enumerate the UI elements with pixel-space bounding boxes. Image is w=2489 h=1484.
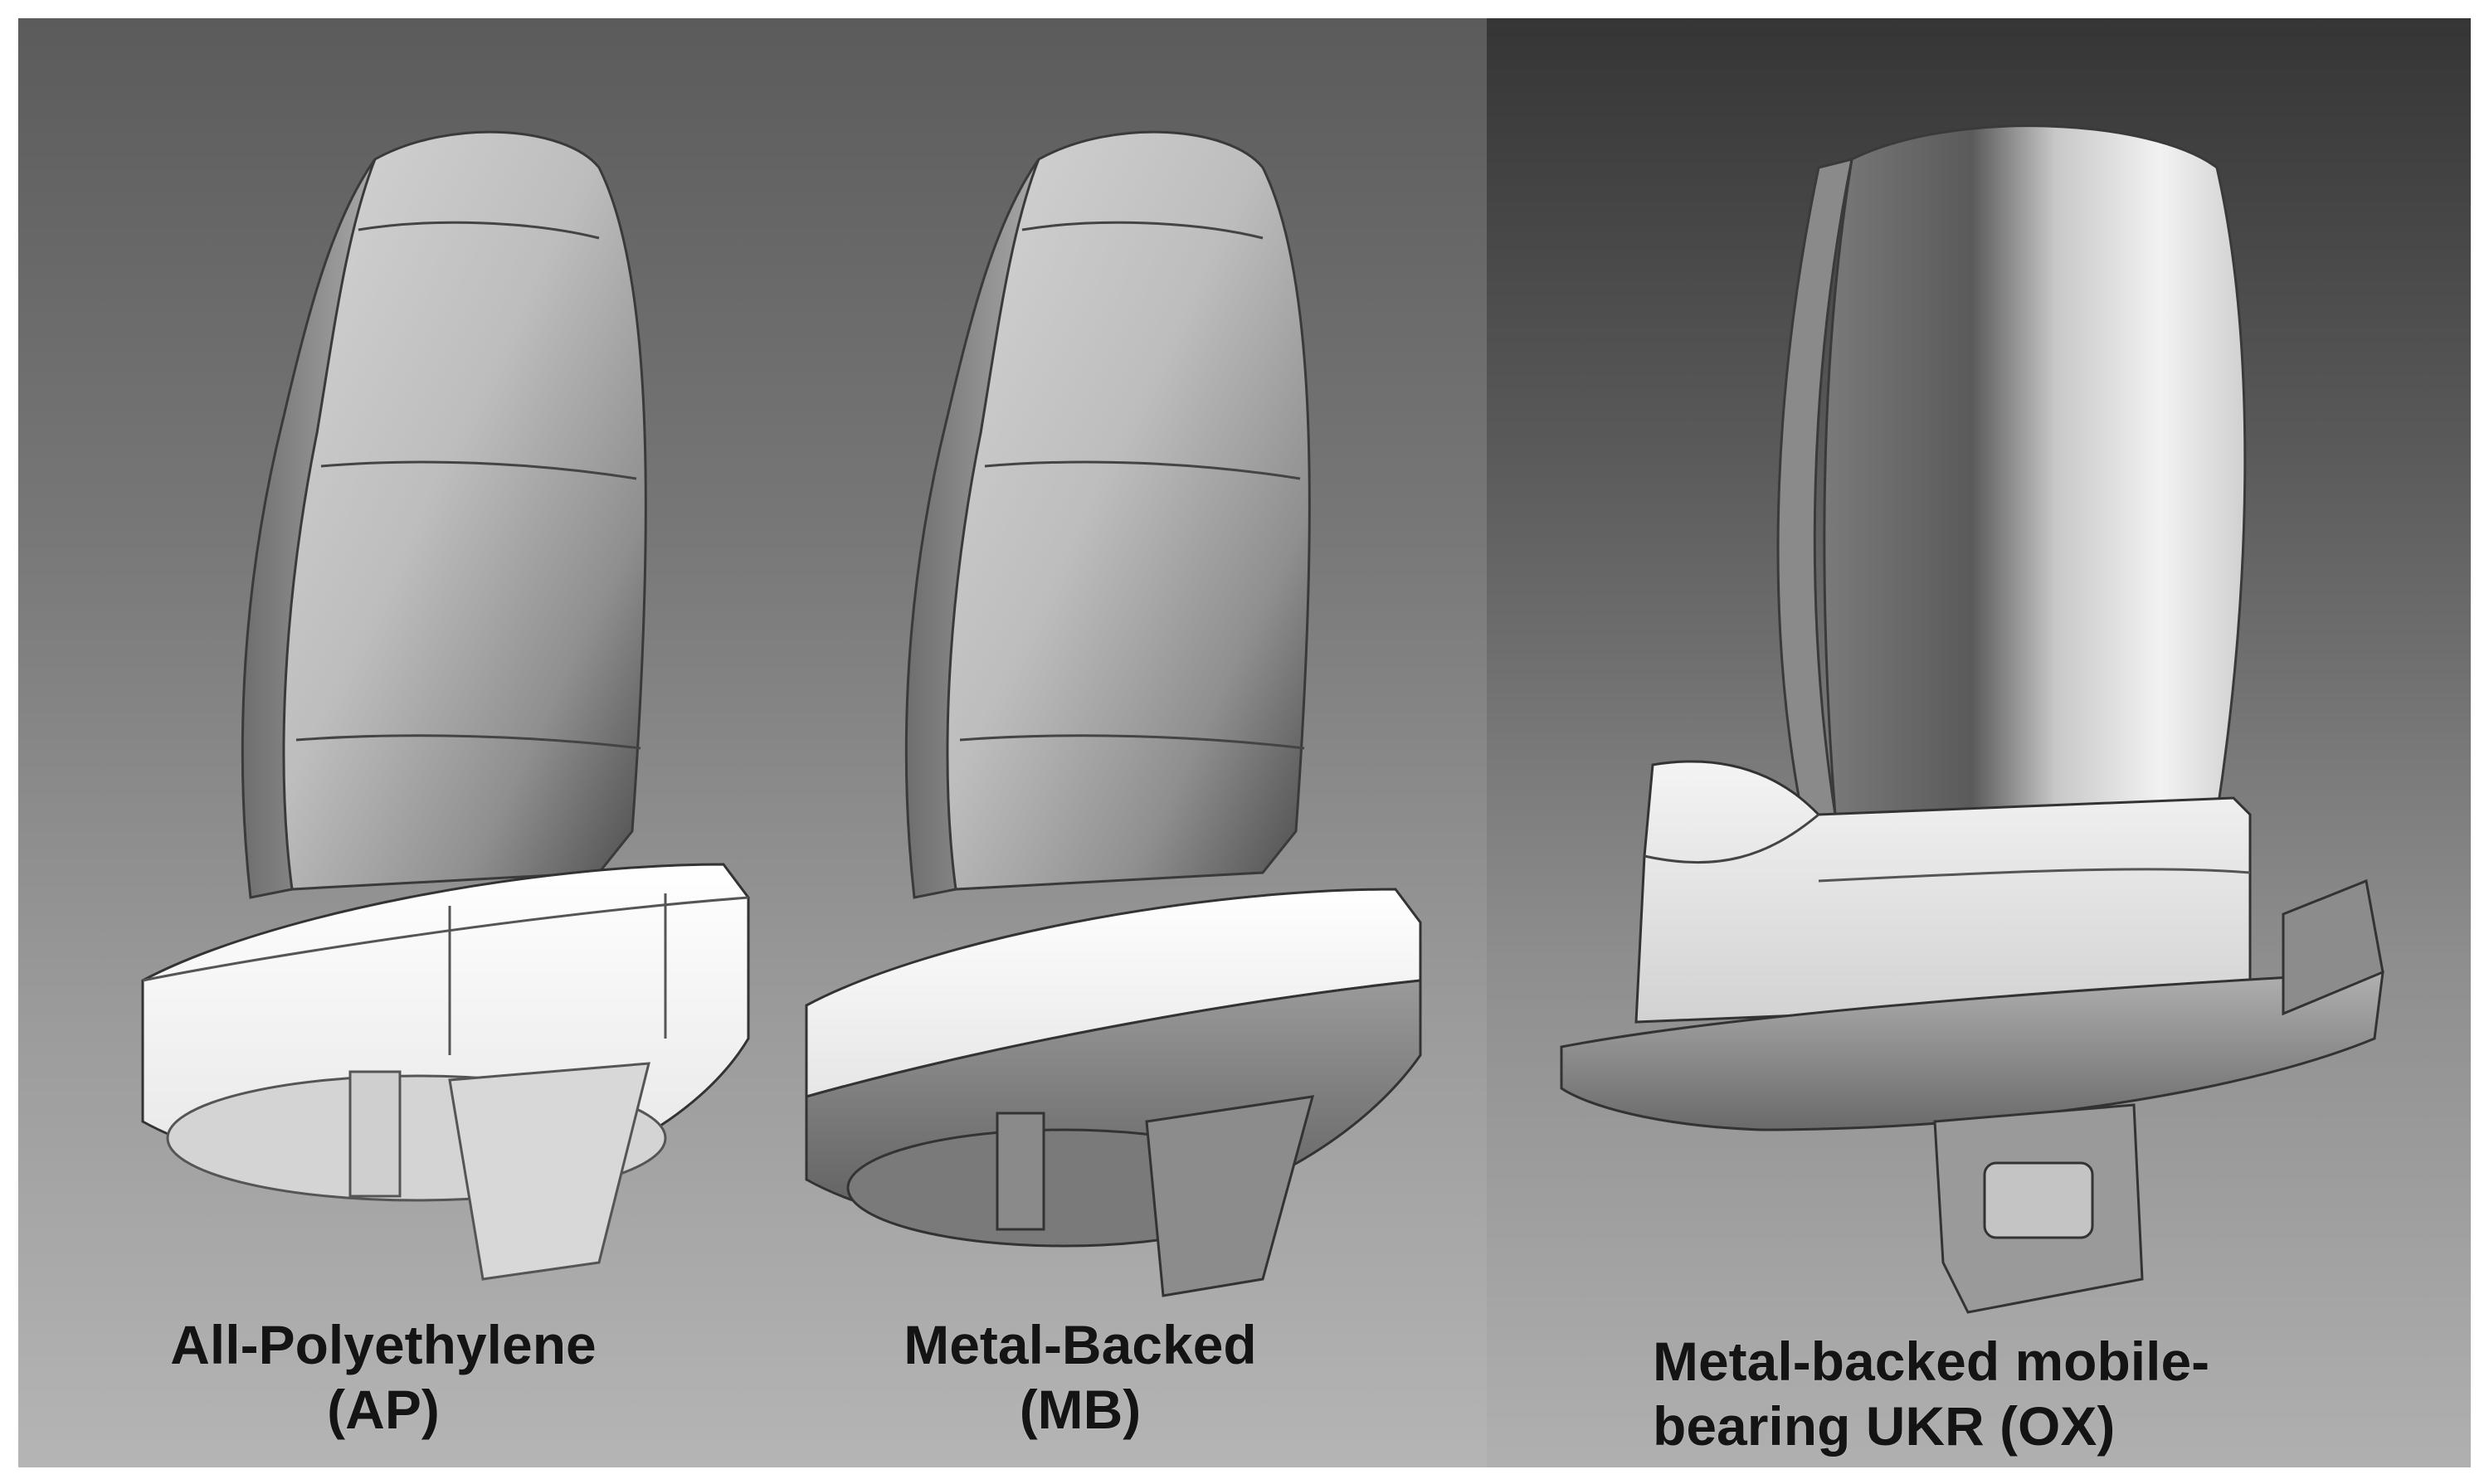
mb-implant <box>805 130 1422 1297</box>
caption-mb-line2: (MB) <box>1019 1379 1142 1440</box>
caption-ox: Metal-backed mobile- bearing UKR (OX) <box>1653 1329 2399 1458</box>
ox-implant <box>1560 124 2384 1314</box>
implant-renderings-left <box>141 130 1422 1297</box>
caption-mb: Metal-Backed (MB) <box>848 1312 1313 1442</box>
caption-ox-line2: bearing UKR (OX) <box>1653 1395 2116 1457</box>
figure: All-Polyethylene (AP) Metal-Backed (MB) <box>18 18 2471 1467</box>
panel-ap-mb: All-Polyethylene (AP) Metal-Backed (MB) <box>18 18 1487 1467</box>
ox-metal-tray <box>1560 971 2384 1131</box>
caption-ox-line1: Metal-backed mobile- <box>1653 1331 2210 1392</box>
mb-femoral-side <box>904 158 1040 899</box>
caption-ap: All-Polyethylene (AP) <box>126 1312 641 1442</box>
ox-femoral-component <box>1823 124 2247 816</box>
ap-implant <box>141 130 750 1281</box>
implant-rendering-ox <box>1560 124 2384 1314</box>
caption-mb-line1: Metal-Backed <box>904 1314 1257 1375</box>
ap-femoral-side <box>241 158 377 899</box>
caption-ap-line2: (AP) <box>327 1379 440 1440</box>
ox-mobile-bearing <box>1634 760 2252 1024</box>
caption-ap-line1: All-Polyethylene <box>170 1314 597 1375</box>
panel-ox: Metal-backed mobile- bearing UKR (OX) <box>1487 18 2471 1467</box>
